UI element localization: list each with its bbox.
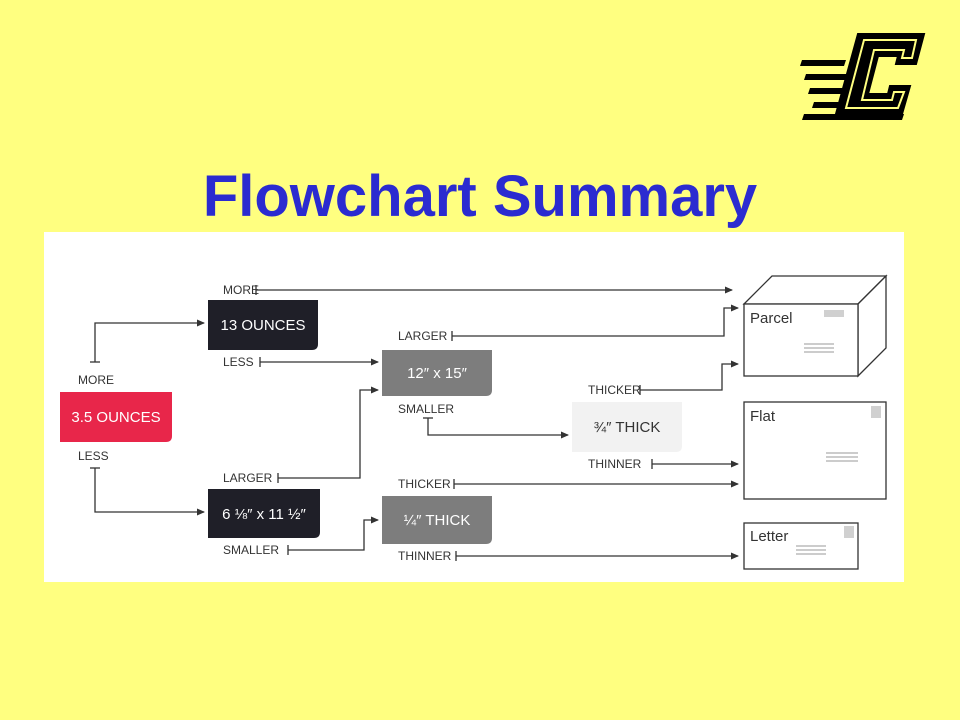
oz13-less-label: LESS [223, 355, 254, 369]
flowchart-connectors [90, 285, 739, 561]
destination-letter-label: Letter [750, 528, 788, 545]
size12-larger-label: LARGER [398, 329, 448, 343]
parcel-stamp-icon [824, 310, 844, 317]
node-envelope-size-label: 6 ⅛″ x 11 ½″ [222, 506, 306, 523]
oz13-more-label: MORE [223, 283, 259, 297]
node-envelope-size: 6 ⅛″ x 11 ½″ [208, 489, 320, 538]
env-smaller-label: SMALLER [223, 543, 279, 557]
start-node-3-5-ounces: 3.5 OUNCES [60, 392, 172, 442]
size12-smaller-label: SMALLER [398, 402, 454, 416]
letter-stamp-icon [844, 526, 854, 538]
node-12x15: 12″ x 15″ [382, 350, 492, 396]
node-quarter-thick: ¼″ THICK [382, 496, 492, 544]
node-13-ounces: 13 OUNCES [208, 300, 318, 350]
node-12x15-label: 12″ x 15″ [407, 365, 468, 382]
start-less-label: LESS [78, 449, 109, 463]
start-more-label: MORE [78, 373, 114, 387]
slide-title: Flowchart Summary [202, 164, 758, 229]
node-three-quarter-thick-label: ¾″ THICK [594, 419, 661, 436]
logo-c-letter [834, 33, 926, 115]
destination-flat-label: Flat [750, 408, 776, 425]
node-quarter-thick-label: ¼″ THICK [404, 512, 471, 529]
destination-parcel: Parcel [742, 274, 888, 378]
node-13-ounces-label: 13 OUNCES [220, 317, 305, 334]
node-three-quarter-thick: ¾″ THICK [572, 402, 682, 452]
thick14-thinner-label: THINNER [398, 549, 452, 563]
thick34-thicker-label: THICKER [588, 383, 641, 397]
destination-letter: Letter [743, 522, 859, 570]
block-c-logo [800, 33, 926, 120]
start-node-label: 3.5 OUNCES [71, 409, 160, 426]
thick14-thicker-label: THICKER [398, 477, 451, 491]
flat-stamp-icon [871, 406, 881, 418]
mail-classification-flowchart: MORE LESS MORE LESS LARGER SMALLER LARGE… [44, 232, 904, 582]
thick34-thinner-label: THINNER [588, 457, 642, 471]
destination-parcel-label: Parcel [750, 310, 793, 327]
destination-flat: Flat [743, 401, 887, 500]
env-larger-label: LARGER [223, 471, 273, 485]
